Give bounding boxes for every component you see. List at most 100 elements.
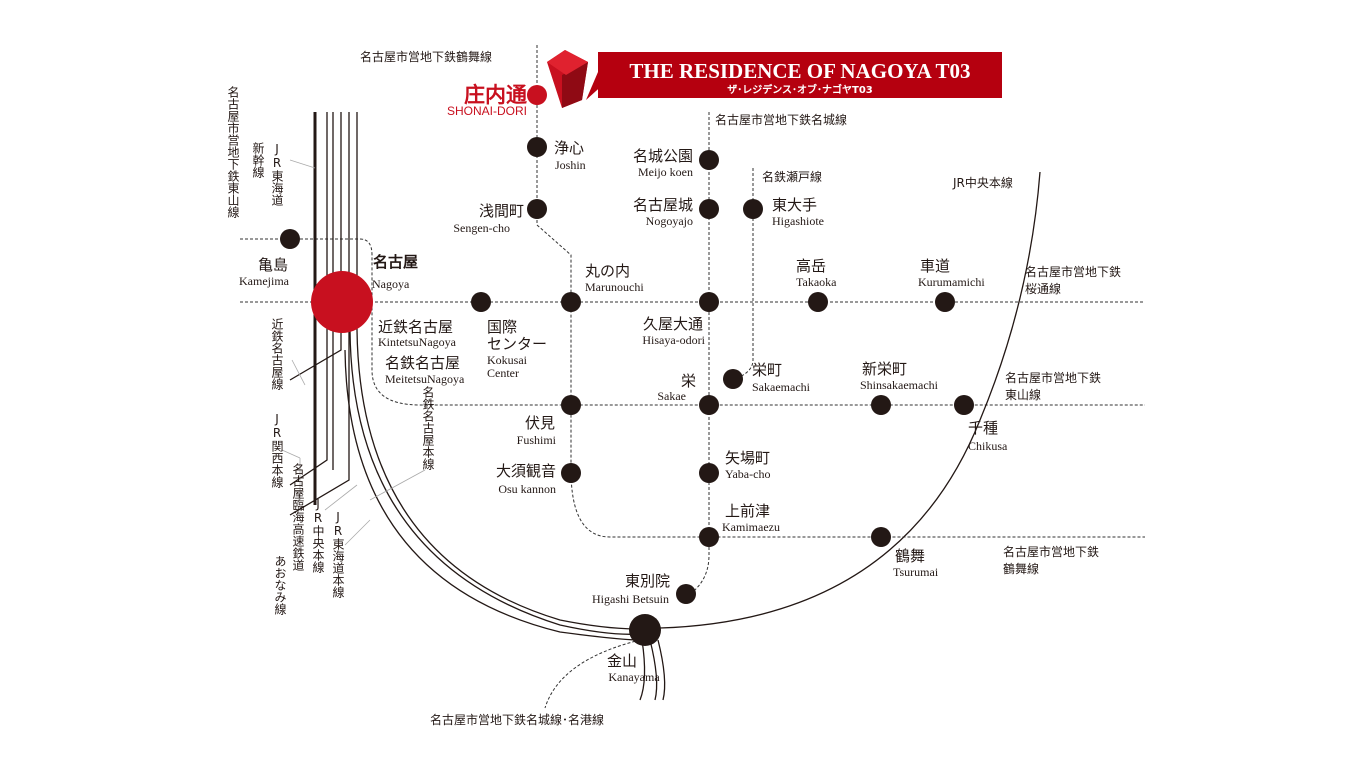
- line-higashiyama: [240, 238, 1145, 406]
- station-chikusa[interactable]: [954, 395, 974, 415]
- line-tsurumai: [536, 45, 1145, 538]
- station-label: 高岳: [796, 257, 826, 275]
- leader-lines: [281, 159, 426, 546]
- station-label-en: Sakaemachi: [752, 380, 811, 394]
- station-hisaya-odori[interactable]: [699, 292, 719, 312]
- station-label-en: Sengen-cho: [453, 221, 510, 235]
- station-label: 鶴舞: [895, 547, 925, 565]
- station-yaba-cho[interactable]: [699, 463, 719, 483]
- line-label: 名古屋市営地下鉄鶴舞線: [360, 49, 492, 64]
- station-label: 国際: [487, 318, 517, 336]
- station-label: 名城公園: [633, 147, 693, 165]
- station-label-en: Higashi Betsuin: [592, 592, 669, 606]
- station-label-en: Nogoyajo: [646, 214, 693, 228]
- station-label: 名鉄名古屋: [385, 354, 460, 372]
- station-label: 栄: [681, 372, 696, 390]
- station-label-en: Kurumamichi: [918, 275, 985, 289]
- line-label: 近鉄名古屋線: [270, 318, 284, 390]
- shonai-label-en: SHONAI-DORI: [447, 104, 527, 118]
- line-label: 名古屋市営地下鉄名城線: [715, 112, 847, 127]
- station-label-en: Kokusai: [487, 353, 528, 367]
- station-higashi-betsuin[interactable]: [676, 584, 696, 604]
- station-label: 丸の内: [585, 262, 630, 280]
- title-jp: ザ･レジデンス･オブ･ナゴヤT03: [727, 83, 873, 96]
- station-label-en: Nagoya: [372, 277, 410, 291]
- line-label: 名鉄瀬戸線: [762, 169, 822, 184]
- station-label-en: Marunouchi: [585, 280, 644, 294]
- building-icon: [547, 50, 588, 108]
- station-label-en: Kanayama: [608, 670, 660, 684]
- station-label: 名古屋: [373, 253, 418, 271]
- station-sakaemachi[interactable]: [723, 369, 743, 389]
- station-label-en: Yaba-cho: [725, 467, 770, 481]
- line-jr-chuo: [356, 171, 1041, 630]
- line-label: 名古屋市営地下鉄: [1005, 370, 1101, 385]
- line-label: 名古屋市営地下鉄名城線･名港線: [430, 712, 604, 727]
- station-label-en: Sakae: [657, 389, 686, 403]
- station-kurumamichi[interactable]: [935, 292, 955, 312]
- station-label: 上前津: [725, 502, 770, 520]
- line-meijo: [689, 112, 710, 595]
- station-label-en: Fushimi: [517, 433, 557, 447]
- station-fushimi[interactable]: [561, 395, 581, 415]
- station-label-en: Hisaya-odori: [642, 333, 705, 347]
- station-label-en: Kamimaezu: [722, 520, 780, 534]
- line-label: あおなみ線: [273, 555, 287, 615]
- line-label: JR中央本線: [952, 175, 1013, 190]
- station-label-en: KintetsuNagoya: [378, 335, 457, 349]
- station-tsurumai[interactable]: [871, 527, 891, 547]
- line-label: JR関西本線: [270, 412, 284, 488]
- station-label: 矢場町: [725, 449, 770, 467]
- line-meiko: [544, 639, 641, 709]
- line-label: 東山線: [1005, 387, 1041, 402]
- station-meijokoen[interactable]: [699, 150, 719, 170]
- station-label-en: Center: [487, 366, 519, 380]
- station-label-en: MeitetsuNagoya: [385, 372, 465, 386]
- line-label: 名鉄名古屋本線: [421, 385, 435, 470]
- station-sakae[interactable]: [699, 395, 719, 415]
- shonai-label: 庄内通: [464, 83, 527, 107]
- station-label: 金山: [607, 652, 637, 670]
- station-higashiote[interactable]: [743, 199, 763, 219]
- station-nagoya[interactable]: [311, 271, 373, 333]
- station-label-en: Shinsakaemachi: [860, 378, 939, 392]
- line-label: 桜通線: [1025, 281, 1061, 296]
- station-kanayama[interactable]: [629, 614, 661, 646]
- jr-bundle: [289, 112, 666, 701]
- station-label-en: Chikusa: [968, 439, 1008, 453]
- line-label: JR東海道: [270, 142, 284, 206]
- station-kamejima[interactable]: [280, 229, 300, 249]
- station-label: 浄心: [554, 139, 584, 157]
- station-label-en: Meijo koen: [638, 165, 693, 179]
- station-label-en: Osu kannon: [498, 482, 556, 496]
- station-label-en: Tsurumai: [893, 565, 939, 579]
- line-label: 名古屋市営地下鉄: [1025, 264, 1121, 279]
- line-label: 名古屋市営地下鉄東山線: [226, 85, 240, 218]
- station-joshin[interactable]: [527, 137, 547, 157]
- station-label: 名古屋城: [633, 196, 693, 214]
- station-osu-kannon[interactable]: [561, 463, 581, 483]
- station-label: 浅間町: [479, 202, 524, 220]
- station-kokusai-center[interactable]: [471, 292, 491, 312]
- station-marunouchi[interactable]: [561, 292, 581, 312]
- station-sengencho[interactable]: [527, 199, 547, 219]
- station-label: 東大手: [772, 196, 817, 214]
- line-label: 新幹線: [251, 141, 265, 178]
- stations: 浄心 Joshin 浅間町 Sengen-cho 名城公園 Meijo koen…: [239, 137, 1008, 684]
- station-label: 久屋大通: [643, 315, 703, 333]
- station-label: 東別院: [625, 572, 670, 590]
- line-label: JR中央本線: [311, 497, 325, 573]
- station-label-en: Kamejima: [239, 274, 290, 288]
- title-banner: THE RESIDENCE OF NAGOYA T03 ザ･レジデンス･オブ･ナ…: [586, 52, 1002, 100]
- station-nagoyajo[interactable]: [699, 199, 719, 219]
- station-shonai-dori[interactable]: [527, 85, 547, 105]
- station-label-en: Higashiote: [772, 214, 824, 228]
- station-label: 車道: [920, 257, 950, 275]
- station-kamimaezu[interactable]: [699, 527, 719, 547]
- line-labels: 名古屋市営地下鉄鶴舞線 名古屋市営地下鉄名城線 名鉄瀬戸線 JR中央本線 名古屋…: [226, 49, 1121, 727]
- station-label: 大須観音: [496, 462, 556, 480]
- station-label: センター: [487, 335, 547, 353]
- station-shinsakaemachi[interactable]: [871, 395, 891, 415]
- station-takaoka[interactable]: [808, 292, 828, 312]
